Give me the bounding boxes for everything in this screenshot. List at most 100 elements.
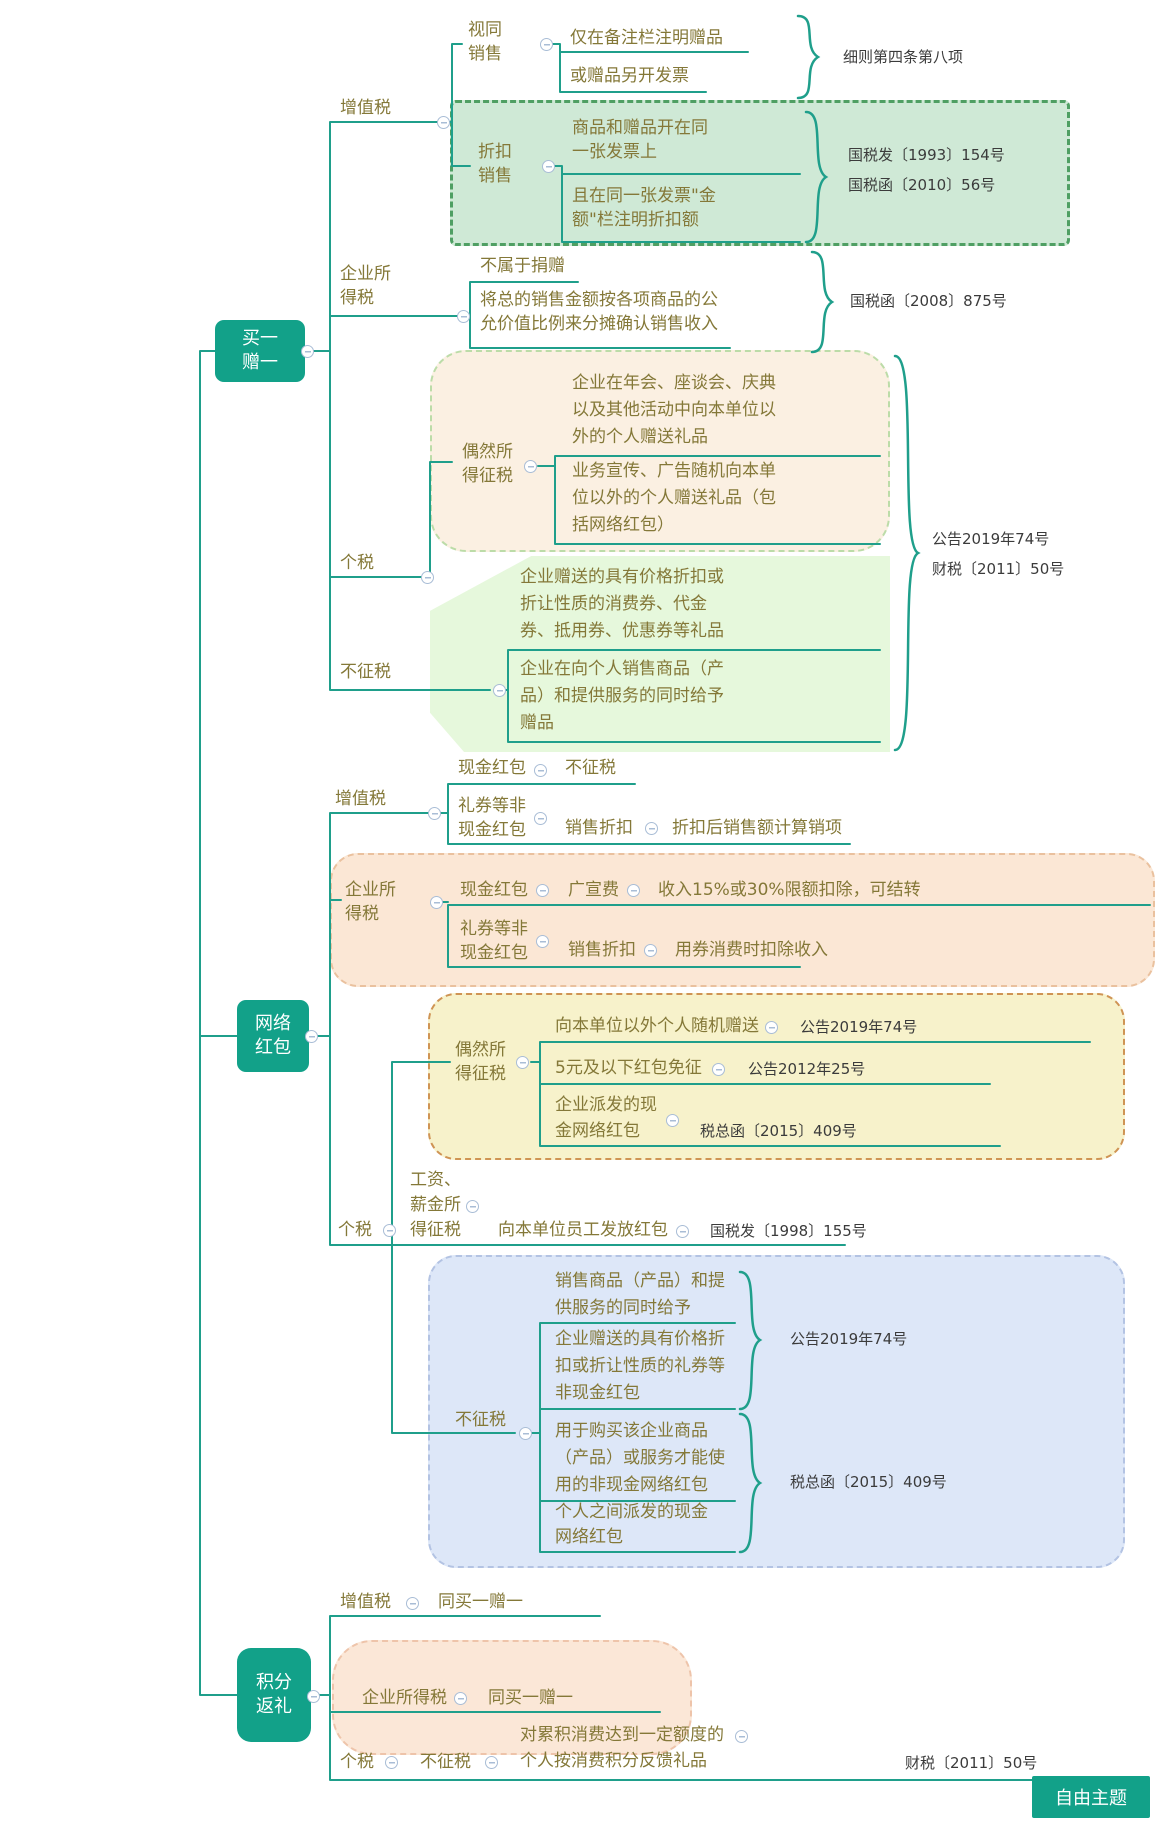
collapse-icon[interactable] bbox=[406, 1597, 419, 1610]
topic-nontax-rp-item4[interactable]: 个人之间派发的现金网络红包 bbox=[555, 1502, 708, 1547]
collapse-icon[interactable] bbox=[383, 1224, 396, 1237]
collapse-icon[interactable] bbox=[524, 460, 537, 473]
collapse-icon[interactable] bbox=[645, 822, 658, 835]
topic-salary-rp-item[interactable]: 向本单位员工发放红包 bbox=[498, 1220, 668, 1240]
topic-cit-bogo[interactable]: 企业所得税 bbox=[340, 264, 391, 308]
topic-salary-rp[interactable]: 工资、薪金所得征税 bbox=[410, 1170, 461, 1240]
topic-cit-rp-r2-result[interactable]: 用券消费时扣除收入 bbox=[675, 940, 828, 960]
collapse-icon[interactable] bbox=[430, 896, 443, 909]
topic-deemed-item1[interactable]: 仅在备注栏注明赠品 bbox=[570, 28, 723, 48]
topic-discount-item2[interactable]: 且在同一张发票"金额"栏注明折扣额 bbox=[572, 186, 716, 230]
collapse-icon[interactable] bbox=[536, 935, 549, 948]
collapse-icon[interactable] bbox=[735, 1730, 748, 1743]
topic-cit-rp-r1-mid[interactable]: 广宣费 bbox=[568, 880, 619, 900]
topic-inc-rp-r3[interactable]: 企业派发的现金网络红包 bbox=[555, 1095, 657, 1141]
topic-nontax-item2[interactable]: 企业在向个人销售商品（产品）和提供服务的同时给予赠品 bbox=[520, 659, 724, 733]
topic-vat-points-item[interactable]: 同买一赠一 bbox=[438, 1592, 523, 1612]
node-points-reward[interactable]: 积分返礼 bbox=[237, 1648, 311, 1742]
ref-deemed-sale: 细则第四条第八项 bbox=[843, 48, 964, 66]
topic-cit-points-item[interactable]: 同买一赠一 bbox=[488, 1688, 573, 1708]
collapse-icon[interactable] bbox=[542, 160, 555, 173]
free-topic-button[interactable]: 自由主题 bbox=[1032, 1776, 1150, 1818]
collapse-icon[interactable] bbox=[454, 1692, 467, 1705]
topic-iit-points[interactable]: 个税 bbox=[340, 1752, 374, 1772]
ref-inc-rp-r1: 公告2019年74号 bbox=[800, 1018, 918, 1036]
collapse-icon[interactable] bbox=[534, 812, 547, 825]
topic-nontax-rp-item1[interactable]: 销售商品（产品）和提供服务的同时给予 bbox=[555, 1271, 725, 1318]
node-buy-one-get-one[interactable]: 买一赠一 bbox=[215, 320, 305, 382]
topic-incidental-item1[interactable]: 企业在年会、座谈会、庆典以及其他活动中向本单位以外的个人赠送礼品 bbox=[572, 373, 776, 447]
brace-cit-bogo bbox=[810, 250, 835, 354]
collapse-icon[interactable] bbox=[534, 764, 547, 777]
incidental-tax-blob-bogo bbox=[430, 350, 890, 552]
collapse-icon[interactable] bbox=[536, 884, 549, 897]
topic-nontax-rp-item2[interactable]: 企业赠送的具有价格折扣或折让性质的礼券等非现金红包 bbox=[555, 1329, 725, 1403]
incidental-tax-blob-redpacket bbox=[428, 993, 1125, 1160]
cit-blob-points bbox=[332, 1640, 692, 1755]
topic-nontax-bogo[interactable]: 不征税 bbox=[340, 662, 391, 682]
topic-vat-rp-r2-item[interactable]: 礼券等非现金红包 bbox=[458, 796, 526, 840]
topic-cit-rp-r1-result[interactable]: 收入15%或30%限额扣除，可结转 bbox=[658, 880, 921, 900]
topic-cit-item1[interactable]: 不属于捐赠 bbox=[480, 256, 565, 276]
ref-iit-bogo-1: 公告2019年74号 bbox=[932, 530, 1050, 548]
brace-discount-sale bbox=[804, 110, 829, 244]
collapse-icon[interactable] bbox=[485, 1756, 498, 1769]
collapse-icon[interactable] bbox=[466, 1200, 479, 1213]
ref-salary-rp: 国税发〔1998〕155号 bbox=[710, 1222, 867, 1240]
topic-deemed-sale[interactable]: 视同销售 bbox=[468, 20, 502, 64]
topic-cit-rp-r2-item[interactable]: 礼券等非现金红包 bbox=[460, 919, 528, 963]
topic-vat-rp-r1-result[interactable]: 不征税 bbox=[565, 758, 616, 778]
topic-iit-points-item[interactable]: 对累积消费达到一定额度的个人按消费积分反馈礼品 bbox=[520, 1725, 724, 1771]
collapse-icon[interactable] bbox=[305, 1030, 318, 1043]
topic-incidental-bogo[interactable]: 偶然所得征税 bbox=[462, 442, 513, 486]
collapse-icon[interactable] bbox=[627, 884, 640, 897]
topic-nontax-item1[interactable]: 企业赠送的具有价格折扣或折让性质的消费券、代金券、抵用券、优惠券等礼品 bbox=[520, 567, 724, 641]
ref-inc-rp-r2: 公告2012年25号 bbox=[748, 1060, 866, 1078]
collapse-icon[interactable] bbox=[676, 1225, 689, 1238]
topic-discount-sale[interactable]: 折扣销售 bbox=[478, 142, 512, 186]
topic-incidental-rp[interactable]: 偶然所得征税 bbox=[455, 1040, 506, 1084]
collapse-icon[interactable] bbox=[307, 1690, 320, 1703]
brace-nontax-redpacket-2 bbox=[738, 1412, 763, 1554]
brace-iit-bogo bbox=[893, 354, 921, 752]
collapse-icon[interactable] bbox=[493, 684, 506, 697]
topic-vat-bogo[interactable]: 增值税 bbox=[340, 98, 391, 118]
topic-vat-rp-r2-result[interactable]: 折扣后销售额计算销项 bbox=[672, 818, 842, 838]
topic-cit-redpacket[interactable]: 企业所得税 bbox=[345, 880, 396, 924]
ref-cit-bogo: 国税函〔2008〕875号 bbox=[850, 292, 1007, 310]
collapse-icon[interactable] bbox=[437, 116, 450, 129]
collapse-icon[interactable] bbox=[644, 944, 657, 957]
collapse-icon[interactable] bbox=[540, 38, 553, 51]
topic-iit-points-mid[interactable]: 不征税 bbox=[420, 1752, 471, 1772]
collapse-icon[interactable] bbox=[519, 1427, 532, 1440]
topic-cit-rp-r2-mid[interactable]: 销售折扣 bbox=[568, 940, 636, 960]
topic-inc-rp-r1[interactable]: 向本单位以外个人随机赠送 bbox=[555, 1016, 759, 1036]
collapse-icon[interactable] bbox=[666, 1114, 679, 1127]
collapse-icon[interactable] bbox=[428, 807, 441, 820]
collapse-icon[interactable] bbox=[516, 1056, 529, 1069]
topic-vat-rp-r1-item[interactable]: 现金红包 bbox=[458, 758, 526, 778]
collapse-icon[interactable] bbox=[421, 571, 434, 584]
topic-vat-rp-r2-mid[interactable]: 销售折扣 bbox=[565, 818, 633, 838]
node-red-packet[interactable]: 网络红包 bbox=[237, 1000, 309, 1072]
ref-iit-points: 财税〔2011〕50号 bbox=[905, 1754, 1038, 1772]
topic-deemed-item2[interactable]: 或赠品另开发票 bbox=[570, 66, 689, 86]
collapse-icon[interactable] bbox=[765, 1021, 778, 1034]
collapse-icon[interactable] bbox=[301, 345, 314, 358]
collapse-icon[interactable] bbox=[385, 1756, 398, 1769]
topic-vat-redpacket[interactable]: 增值税 bbox=[335, 789, 386, 809]
topic-iit-redpacket[interactable]: 个税 bbox=[338, 1220, 372, 1240]
topic-cit-rp-r1-item[interactable]: 现金红包 bbox=[460, 880, 528, 900]
topic-incidental-item2[interactable]: 业务宣传、广告随机向本单位以外的个人赠送礼品（包括网络红包） bbox=[572, 461, 776, 535]
topic-cit-points[interactable]: 企业所得税 bbox=[362, 1688, 447, 1708]
topic-discount-item1[interactable]: 商品和赠品开在同一张发票上 bbox=[572, 118, 708, 162]
ref-nontax-rp-2: 税总函〔2015〕409号 bbox=[790, 1473, 947, 1491]
topic-vat-points[interactable]: 增值税 bbox=[340, 1592, 391, 1612]
collapse-icon[interactable] bbox=[712, 1063, 725, 1076]
topic-cit-item2[interactable]: 将总的销售金额按各项商品的公允价值比例来分摊确认销售收入 bbox=[480, 290, 718, 334]
topic-inc-rp-r2[interactable]: 5元及以下红包免征 bbox=[555, 1058, 702, 1078]
collapse-icon[interactable] bbox=[457, 310, 470, 323]
topic-nontax-rp-item3[interactable]: 用于购买该企业商品（产品）或服务才能使用的非现金网络红包 bbox=[555, 1421, 725, 1495]
topic-nontax-rp[interactable]: 不征税 bbox=[455, 1410, 506, 1430]
topic-iit-bogo[interactable]: 个税 bbox=[340, 553, 374, 573]
